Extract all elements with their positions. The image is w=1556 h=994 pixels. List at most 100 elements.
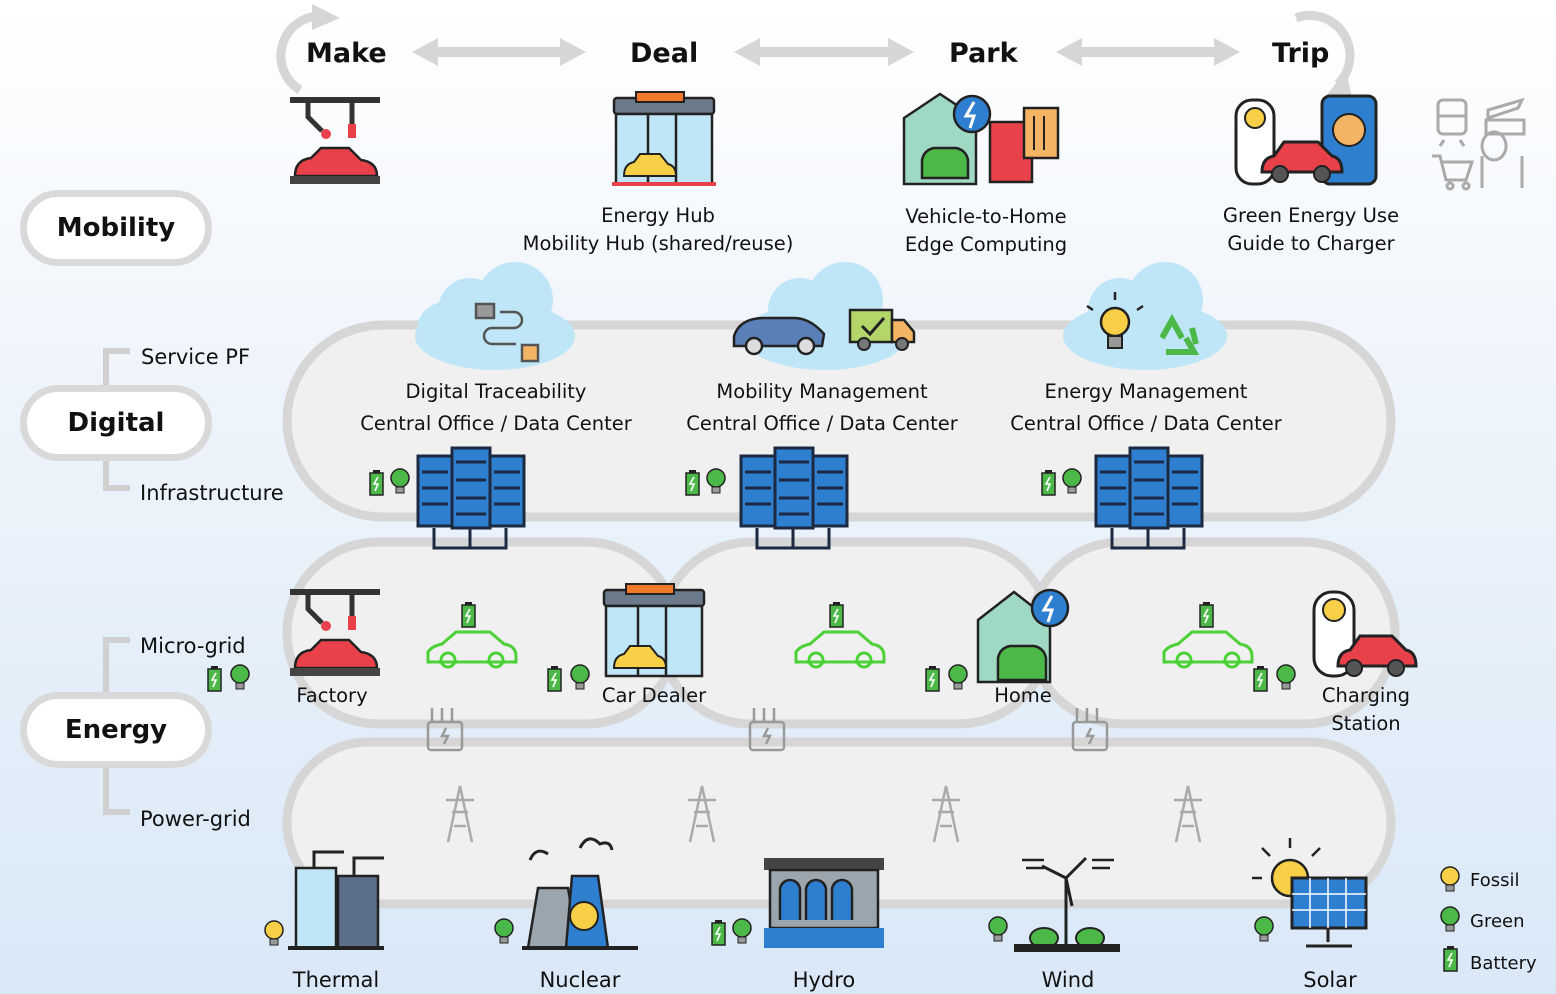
digital-caption-title: Energy Management <box>1044 380 1248 403</box>
label-car-dealer: Car Dealer <box>601 684 707 707</box>
double-arrow-park-trip <box>1056 38 1240 66</box>
label-charging-station: Charging Station <box>1310 682 1422 738</box>
lightbulb-icon <box>1086 292 1144 349</box>
green-bulb-marker <box>948 664 968 690</box>
label-wind: Wind <box>1041 968 1095 992</box>
battery-marker <box>461 601 476 628</box>
digital-traceability-caption: Digital Traceability Central Office / Da… <box>344 376 648 440</box>
factory-robot-car-icon <box>290 97 380 184</box>
hydro-dam-icon <box>764 858 884 948</box>
label-home: Home <box>994 684 1052 707</box>
layer-digital: Digital <box>20 385 212 461</box>
battery-marker <box>369 469 384 496</box>
digital-caption-title: Mobility Management <box>716 380 928 403</box>
transport-icons <box>1432 97 1526 191</box>
green-bulb-marker <box>1062 468 1082 494</box>
legend-fossil-label: Fossil <box>1470 870 1520 891</box>
battery-marker <box>711 919 726 946</box>
car-dealer-icon <box>602 583 706 678</box>
label-charging-line2: Station <box>1331 712 1401 735</box>
server-icon-2 <box>739 446 849 550</box>
pylon-icon-1 <box>446 785 474 843</box>
battery-marker <box>685 469 700 496</box>
trip-caption-line1: Green Energy Use <box>1222 204 1400 227</box>
park-caption-line2: Edge Computing <box>904 233 1068 256</box>
legend-green-icon <box>1440 906 1460 932</box>
digital-caption-title: Digital Traceability <box>405 380 587 403</box>
stage-make: Make <box>306 38 387 69</box>
deal-caption-line2: Mobility Hub (shared/reuse) <box>522 232 794 255</box>
legend-battery-icon <box>1443 945 1458 972</box>
pylon-icon-3 <box>932 785 960 843</box>
car-side-icon <box>732 316 826 356</box>
label-solar: Solar <box>1303 968 1357 992</box>
green-bulb-marker <box>230 664 250 690</box>
label-factory: Factory <box>296 684 368 707</box>
box-route-icon <box>474 302 540 363</box>
delivery-truck-icon <box>848 308 916 351</box>
deal-caption-line1: Energy Hub <box>601 204 715 227</box>
fossil-bulb-marker <box>264 920 284 946</box>
energy-management-caption: Energy Management Central Office / Data … <box>994 376 1298 440</box>
stage-park: Park <box>949 38 1018 69</box>
transformer-icon-3 <box>1071 708 1109 752</box>
green-bulb-marker <box>732 918 752 944</box>
green-bulb-marker <box>494 918 514 944</box>
ev-car-icon-1 <box>426 630 518 669</box>
green-bulb-marker <box>706 468 726 494</box>
label-nuclear: Nuclear <box>539 968 621 992</box>
trip-caption: Green Energy Use Guide to Charger <box>1206 202 1416 258</box>
green-bulb-marker <box>390 468 410 494</box>
battery-marker <box>829 601 844 628</box>
park-caption-line1: Vehicle-to-Home <box>905 205 1067 228</box>
energy-bracket <box>103 637 130 815</box>
pylon-icon-2 <box>688 785 716 843</box>
transformer-icon-1 <box>426 708 464 752</box>
green-bulb-marker <box>570 664 590 690</box>
layer-mobility: Mobility <box>20 190 212 266</box>
legend-green-label: Green <box>1470 911 1525 932</box>
cloud-traceability <box>415 262 575 370</box>
digital-bracket <box>103 348 130 491</box>
legend-battery-label: Battery <box>1470 953 1537 974</box>
green-bulb-marker <box>988 916 1008 942</box>
recycle-icon <box>1159 313 1200 355</box>
layer-energy: Energy <box>20 692 212 768</box>
transformer-icon-2 <box>748 708 786 752</box>
trip-caption-line2: Guide to Charger <box>1227 232 1395 255</box>
green-bulb-marker <box>1276 664 1296 690</box>
ev-car-icon-3 <box>1162 630 1254 669</box>
battery-marker <box>925 665 940 692</box>
park-caption: Vehicle-to-Home Edge Computing <box>880 203 1092 259</box>
digital-caption-sub: Central Office / Data Center <box>360 412 632 435</box>
pylon-icon-4 <box>1174 785 1202 843</box>
cycle-arrow-trip-head <box>1326 70 1352 98</box>
server-icon-3 <box>1094 446 1204 550</box>
label-thermal: Thermal <box>292 968 380 992</box>
label-charging-line1: Charging <box>1321 684 1411 707</box>
digital-caption-sub: Central Office / Data Center <box>686 412 958 435</box>
factory-icon <box>290 589 380 676</box>
server-icon-1 <box>416 446 526 550</box>
nuclear-plant-icon <box>522 837 638 950</box>
solar-panel-icon <box>1252 838 1368 948</box>
ev-car-icon-2 <box>794 630 886 669</box>
label-hydro: Hydro <box>792 968 856 992</box>
digital-caption-sub: Central Office / Data Center <box>1010 412 1282 435</box>
battery-marker <box>1041 469 1056 496</box>
sublayer-power-grid: Power-grid <box>140 807 251 831</box>
sublayer-micro-grid: Micro-grid <box>140 634 246 658</box>
battery-marker <box>1199 601 1214 628</box>
mobility-management-caption: Mobility Management Central Office / Dat… <box>670 376 974 440</box>
battery-marker <box>547 665 562 692</box>
sublayer-service-pf: Service PF <box>141 345 251 369</box>
battery-marker <box>1253 665 1268 692</box>
battery-marker <box>207 665 222 692</box>
double-arrow-make-deal <box>412 38 586 66</box>
wind-turbine-icon <box>1014 856 1120 952</box>
home-icon <box>976 588 1070 684</box>
cycle-arrow-make-head <box>312 4 340 30</box>
double-arrow-deal-park <box>734 38 914 66</box>
thermal-plant-icon <box>288 850 384 950</box>
